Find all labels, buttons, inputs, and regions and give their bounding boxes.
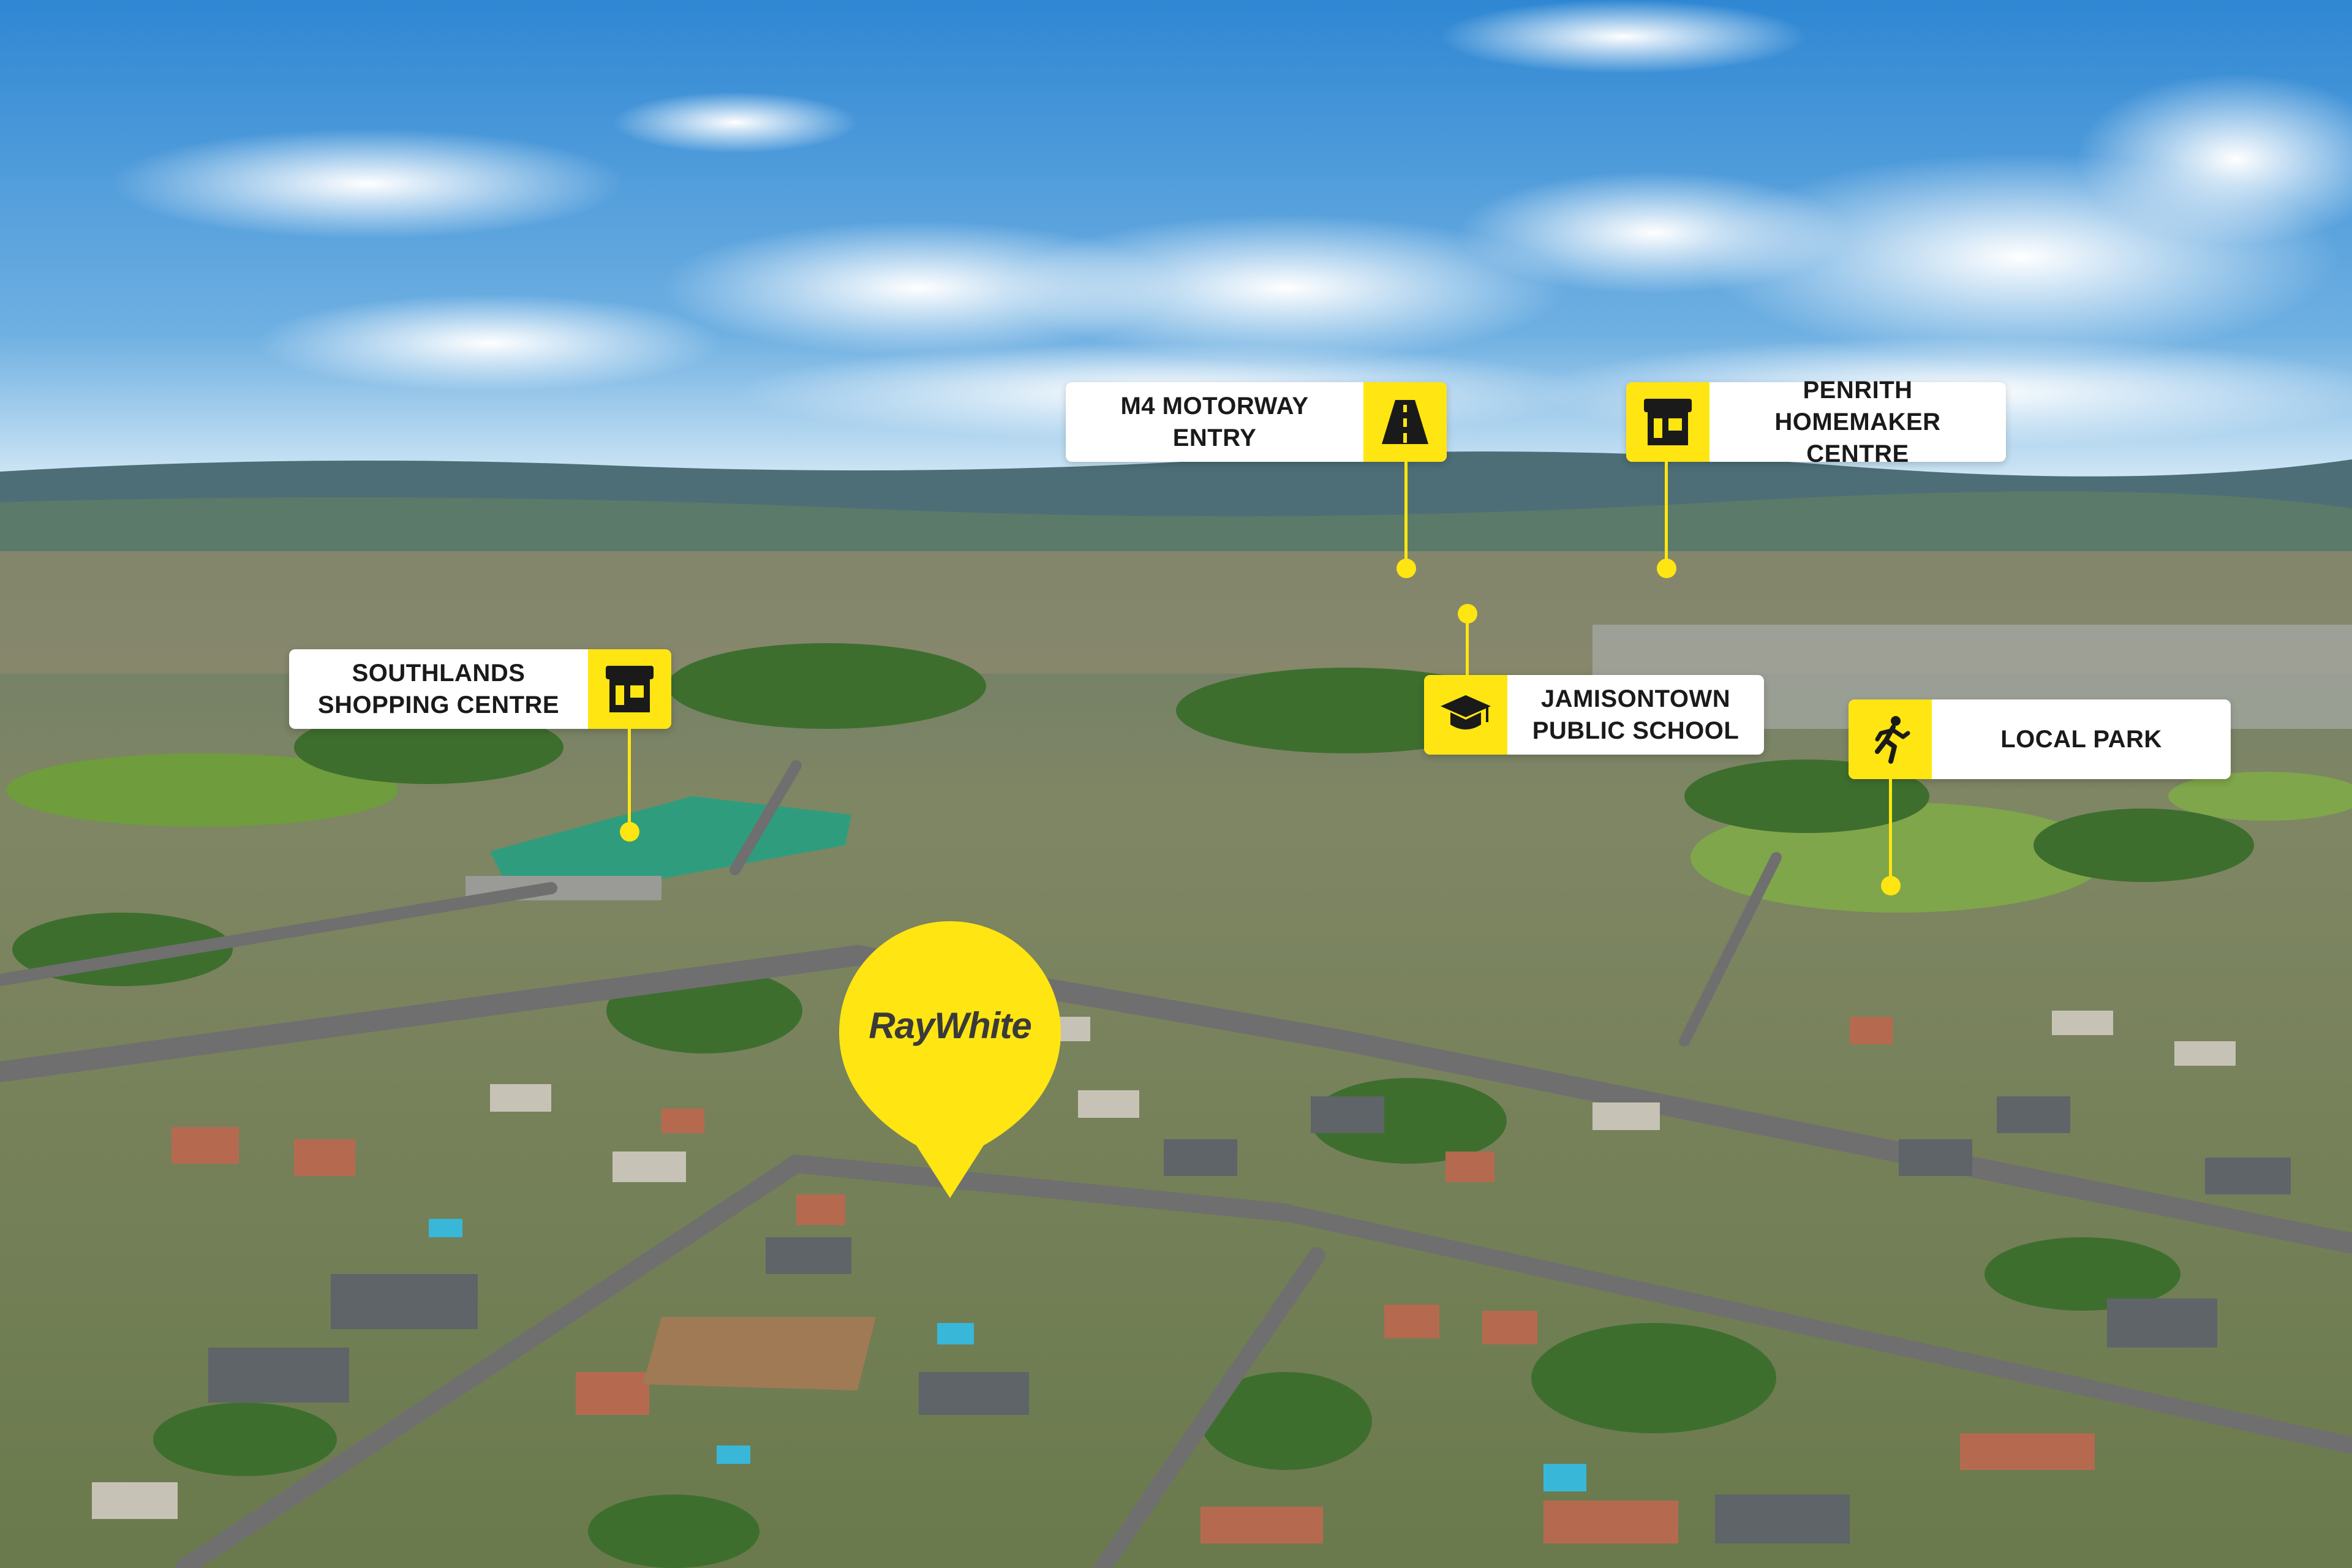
houses: [92, 1011, 2291, 1544]
location-dot: [1657, 559, 1676, 578]
callout-line2: ENTRY: [1172, 424, 1257, 451]
location-dot: [1881, 876, 1901, 895]
callout-line2: SHOPPING CENTRE: [317, 692, 560, 718]
trees: [12, 643, 2254, 1568]
callout-stem: [628, 729, 631, 830]
sports-field: [6, 753, 398, 827]
callout-penrith-homemaker: PENRITH HOMEMAKER CENTRE: [1626, 377, 2006, 467]
graduation-cap-icon: [1424, 675, 1507, 755]
location-dot: [620, 822, 639, 842]
raywhite-logo-text: RayWhite: [869, 1005, 1031, 1046]
shop-icon: [588, 649, 671, 729]
road-icon: [1363, 382, 1447, 462]
running-person-icon: [1849, 699, 1932, 779]
location-dot: [1458, 604, 1477, 624]
callout-stem: [1665, 462, 1668, 566]
callout-line1: PENRITH: [1803, 377, 1913, 404]
callout-line1: M4 MOTORWAY: [1120, 393, 1309, 420]
callout-line1: SOUTHLANDS: [352, 660, 526, 687]
callout-line1: JAMISONTOWN: [1540, 685, 1731, 712]
callout-local-park: LOCAL PARK: [1849, 699, 2231, 779]
callout-stem: [1404, 462, 1408, 566]
roads: [0, 760, 2352, 1568]
callout-line1: LOCAL PARK: [2000, 726, 2162, 753]
callout-line2: HOMEMAKER CENTRE: [1774, 409, 1941, 467]
callout-stem: [1466, 614, 1469, 676]
pools: [429, 1219, 1586, 1491]
callout-line2: PUBLIC SCHOOL: [1532, 717, 1740, 744]
raywhite-map-pin: [839, 921, 1061, 1198]
callout-jamisontown: JAMISONTOWN PUBLIC SCHOOL: [1424, 675, 1764, 755]
callout-stem: [1889, 779, 1892, 883]
callout-southlands: SOUTHLANDS SHOPPING CENTRE: [289, 649, 671, 729]
callout-m4-motorway: M4 MOTORWAY ENTRY: [1066, 382, 1447, 462]
shop-icon: [1626, 382, 1709, 462]
location-dot: [1396, 559, 1416, 578]
